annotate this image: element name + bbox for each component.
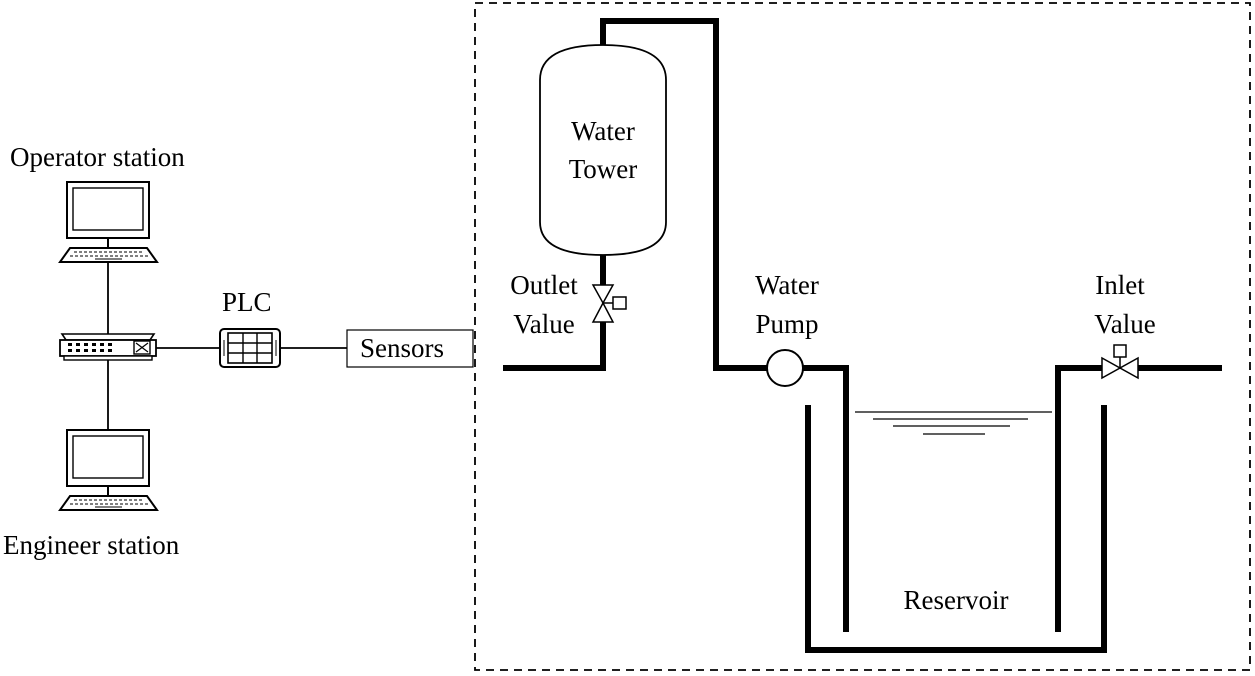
reservoir-label: Reservoir (904, 585, 1009, 615)
outlet-valve-label-line2: Value (513, 309, 574, 339)
plc-label: PLC (222, 287, 272, 317)
outlet-valve-icon (591, 284, 627, 323)
water-pump-label-line1: Water (755, 270, 819, 300)
operator-station-label: Operator station (10, 142, 185, 172)
inlet-valve-label-line2: Value (1094, 309, 1155, 339)
sensors-box (346, 329, 474, 368)
engineer-station-computer-icon (58, 429, 159, 511)
inlet-valve-icon (1101, 344, 1139, 380)
outlet-valve-label-line1: Outlet (510, 270, 578, 300)
plc-icon (219, 328, 281, 368)
sensors-label: Sensors (360, 333, 444, 363)
pipe-tower-outlet-lower (503, 322, 606, 371)
pipe-tower-to-reservoir (600, 18, 767, 371)
water-tower-label-line2: Tower (569, 154, 638, 184)
water-pump-icon (766, 349, 804, 387)
reservoir-tank (805, 405, 1107, 653)
water-tower-label-line1: Water (571, 116, 635, 146)
engineer-station-label: Engineer station (3, 530, 180, 560)
water-surface (855, 411, 1052, 435)
plant-boundary (474, 2, 1251, 671)
water-pump-label-line2: Pump (755, 309, 818, 339)
network-switch-icon (59, 333, 157, 361)
water-tower-vessel (539, 44, 667, 256)
operator-station-computer-icon (58, 181, 159, 263)
pipe-inlet-inner-right (1055, 365, 1102, 632)
inlet-valve-label-line1: Inlet (1095, 270, 1145, 300)
